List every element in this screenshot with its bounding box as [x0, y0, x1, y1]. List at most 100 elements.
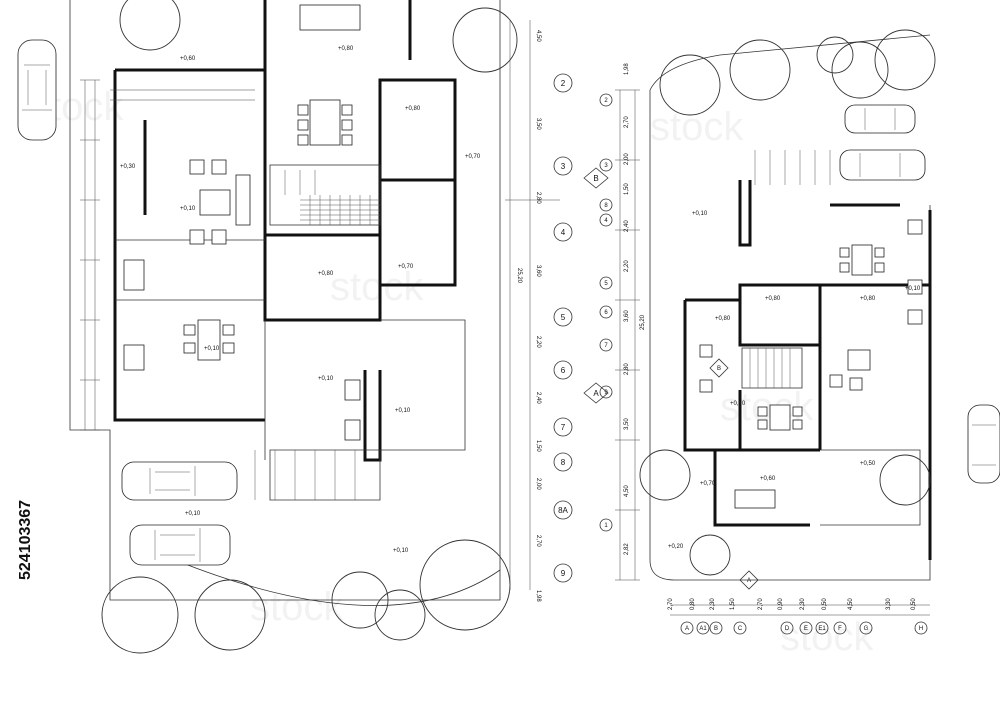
- level-label: +0,80: [338, 46, 354, 52]
- car-street: [17, 39, 57, 141]
- grid-bubble: D: [785, 626, 790, 632]
- level-label: +0,70: [730, 401, 746, 407]
- dim-label: 0,50: [822, 598, 828, 610]
- grid-bubble: 8: [561, 458, 566, 467]
- dim-label: 1,50: [624, 183, 630, 195]
- section-mark: A: [593, 389, 599, 398]
- dim-label: 2,70: [668, 598, 674, 610]
- dining-table-right: [839, 244, 885, 276]
- grid-bubble: 9: [604, 390, 608, 396]
- level-label: +0,10: [692, 211, 708, 217]
- dim-label: 2,40: [535, 392, 541, 404]
- level-label: +0,30: [120, 164, 136, 170]
- grid-bubble: 2: [561, 79, 566, 88]
- svg-text:stock: stock: [250, 585, 344, 629]
- sofa-right: [734, 349, 871, 509]
- dim-label: 2,40: [624, 220, 630, 232]
- grid-bubble: A: [685, 626, 689, 632]
- dim-label: 1,98: [535, 590, 541, 602]
- dining-table-lower: [183, 319, 235, 361]
- car-right-1: [844, 104, 916, 134]
- dim-label: 2,00: [535, 478, 541, 490]
- grid-bubble: E1: [818, 626, 826, 632]
- right-plan: [615, 29, 1000, 616]
- dim-label: 2,70: [758, 598, 764, 610]
- dim-label: 2,30: [710, 598, 716, 610]
- section-mark: B: [593, 174, 598, 183]
- left-grid-axis: 2 3 4 5 6 7 8 8A 9 4,50 3,50 2,80 3,60 2…: [516, 30, 609, 602]
- grid-bubble: F: [838, 626, 842, 632]
- trees-left: [101, 0, 518, 654]
- grid-bubble: 4: [561, 228, 566, 237]
- grid-bubble: B: [714, 626, 718, 632]
- level-label: +0,70: [700, 481, 716, 487]
- dim-label: 2,80: [624, 363, 630, 375]
- section-mark: B: [717, 366, 721, 372]
- dim-label: 0,90: [778, 598, 784, 610]
- dim-label: 4,50: [535, 30, 541, 42]
- level-label: +0,60: [760, 476, 776, 482]
- dim-label: 3,50: [624, 418, 630, 430]
- dining-table: [297, 99, 353, 146]
- dim-label: 2,80: [535, 192, 541, 204]
- level-label: +0,10: [395, 408, 411, 414]
- level-label: +0,80: [405, 106, 421, 112]
- grid-bubble: 3: [604, 163, 608, 169]
- dim-label: 2,20: [624, 260, 630, 272]
- car-parked-2: [129, 524, 231, 566]
- grid-bubble: G: [864, 626, 869, 632]
- grid-bubble: 6: [561, 366, 566, 375]
- grid-bubble: 1: [604, 523, 608, 529]
- stairs-right: [741, 347, 803, 389]
- level-label: +0,20: [668, 544, 684, 550]
- dim-label: 3,60: [624, 310, 630, 322]
- level-label: +0,10: [180, 206, 196, 212]
- level-label: +0,10: [204, 346, 220, 352]
- section-mark: A: [747, 578, 751, 584]
- dim-label: 4,50: [624, 485, 630, 497]
- dim-label: 3,50: [535, 118, 541, 130]
- dim-label: 1,50: [730, 598, 736, 610]
- level-label: +0,10: [393, 548, 409, 554]
- dim-label: 2,82: [624, 543, 630, 555]
- level-label: +0,80: [860, 296, 876, 302]
- grid-bubble: 2: [604, 98, 608, 104]
- level-label: +0,10: [905, 286, 921, 292]
- grid-bubble: 5: [561, 313, 566, 322]
- left-level-labels: +0,80 +0,80 +0,70 +0,60 +0,80 +0,70 +0,1…: [120, 46, 481, 554]
- level-label: +0,10: [318, 376, 334, 382]
- grid-bubble: 8: [604, 203, 608, 209]
- car-right-2: [839, 149, 926, 181]
- car-right-street: [967, 404, 1000, 484]
- dim-label: 4,50: [848, 598, 854, 610]
- level-label: +0,60: [180, 56, 196, 62]
- svg-text:stock: stock: [780, 615, 874, 659]
- stock-id: 524103367: [17, 500, 34, 580]
- left-plan: [17, 0, 560, 654]
- grid-bubble: 4: [604, 218, 608, 224]
- level-label: +0,10: [185, 511, 201, 517]
- grid-bubble: A1: [699, 626, 707, 632]
- grid-bubble: 3: [561, 162, 566, 171]
- grid-bubble: C: [738, 626, 743, 632]
- car-parked-1: [121, 461, 238, 501]
- grid-bubble: 7: [604, 343, 608, 349]
- grid-bubble: E: [804, 626, 808, 632]
- watermark-pattern: stock stock stock stock stock stock: [30, 85, 874, 659]
- level-label: +0,70: [465, 154, 481, 160]
- dining-table-right-lower: [757, 404, 803, 431]
- level-label: +0,70: [398, 264, 414, 270]
- grid-bubble: 6: [604, 310, 608, 316]
- dim-label: 2,20: [535, 336, 541, 348]
- level-label: +0,80: [318, 271, 334, 277]
- dim-label: 2,30: [800, 598, 806, 610]
- dim-label: 3,30: [886, 598, 892, 610]
- svg-text:stock: stock: [330, 265, 424, 309]
- right-level-labels: +0,10 +0,80 +0,80 +0,70 +0,60 +0,20 +0,1…: [668, 211, 921, 550]
- trees-right: [639, 29, 936, 576]
- level-label: +0,80: [765, 296, 781, 302]
- grid-bubble: 8A: [558, 506, 568, 515]
- dim-label: 2,70: [624, 116, 630, 128]
- grid-bubble: 7: [561, 423, 566, 432]
